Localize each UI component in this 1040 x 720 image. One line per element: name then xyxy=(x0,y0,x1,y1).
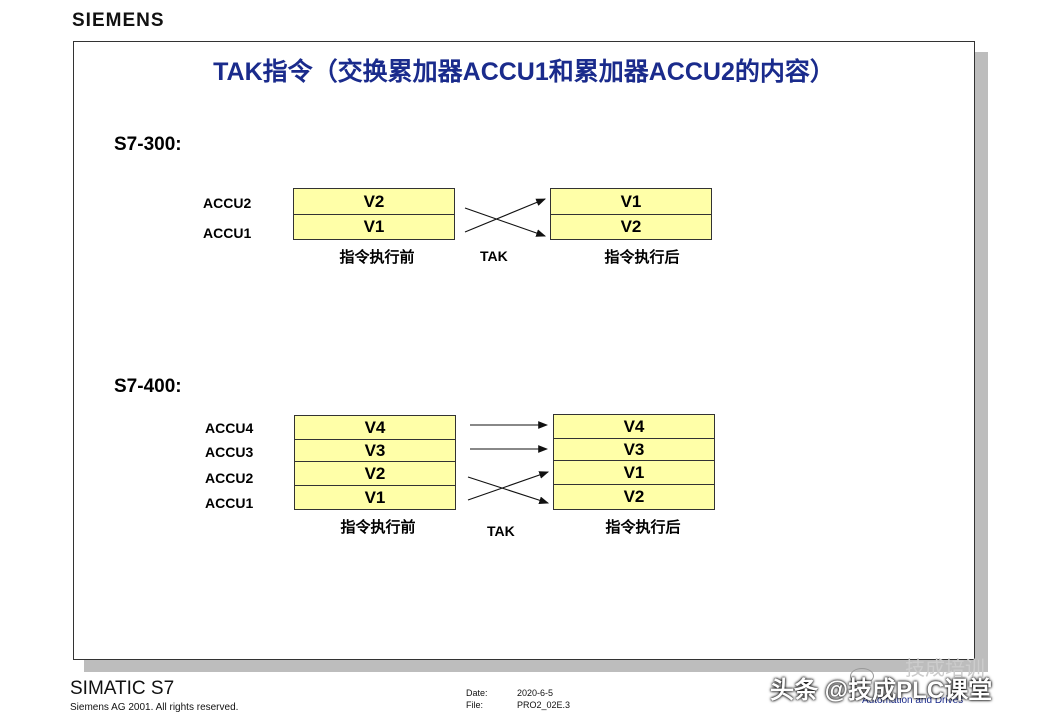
before-cell: V1 xyxy=(294,485,456,510)
division-label: Automation and Drives xyxy=(862,695,964,706)
register-label: ACCU3 xyxy=(205,444,254,460)
s7-300-label: S7-300: xyxy=(114,134,182,155)
after-cell: V2 xyxy=(553,484,715,510)
caption-after: 指令执行后 xyxy=(604,249,680,266)
slide: TAK指令（交换累加器ACCU1和累加器ACCU2的内容） xyxy=(73,41,975,660)
cross-arrow xyxy=(464,198,547,233)
after-cell: V3 xyxy=(553,438,715,461)
s7-400-label: S7-400: xyxy=(114,376,182,397)
register-label: ACCU2 xyxy=(205,470,254,486)
tak-label: TAK xyxy=(480,248,508,264)
register-label: ACCU2 xyxy=(203,195,252,211)
footer-copyright: Siemens AG 2001. All rights reserved. xyxy=(70,702,239,713)
before-cell: V1 xyxy=(293,214,455,240)
caption-before: 指令执行前 xyxy=(340,519,416,536)
register-label: ACCU1 xyxy=(205,495,254,511)
slide-title: TAK指令（交换累加器ACCU1和累加器ACCU2的内容） xyxy=(213,58,835,86)
tak-label: TAK xyxy=(487,523,515,539)
cross-arrow xyxy=(464,207,547,237)
footer-product: SIMATIC S7 xyxy=(70,678,175,699)
after-cell: V1 xyxy=(550,188,712,215)
after-cell: V2 xyxy=(550,214,712,240)
after-cell: V1 xyxy=(553,460,715,485)
caption-before: 指令执行前 xyxy=(339,249,415,266)
cross-arrow xyxy=(467,471,550,501)
siemens-logo: SIEMENS xyxy=(72,10,165,31)
caption-after: 指令执行后 xyxy=(605,519,681,536)
before-cell: V4 xyxy=(294,415,456,440)
file-label: File: xyxy=(466,700,484,710)
register-label: ACCU1 xyxy=(203,225,252,241)
before-cell: V2 xyxy=(293,188,455,215)
wechat-account: 技成培训 xyxy=(905,658,985,680)
file-value: PRO2_02E.3 xyxy=(517,700,571,710)
register-label: ACCU4 xyxy=(205,420,254,436)
watermark: 头条 @技成PLC课堂 xyxy=(770,677,993,704)
date-value: 2020-6-5 xyxy=(517,688,554,698)
date-label: Date: xyxy=(466,688,488,698)
cross-arrow xyxy=(467,476,550,504)
wechat-icon xyxy=(850,668,874,684)
